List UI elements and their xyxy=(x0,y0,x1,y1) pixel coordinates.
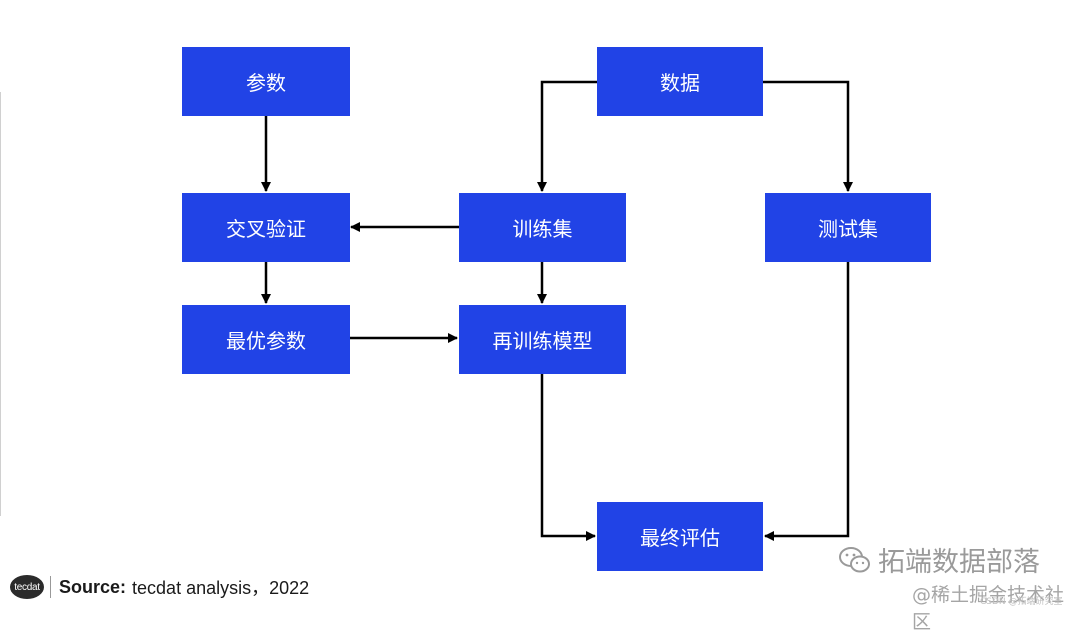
watermark-main-text: 拓端数据部落 xyxy=(878,547,1040,578)
tecdat-logo: tecdat xyxy=(10,575,44,599)
node-test-set: 测试集 xyxy=(765,193,931,262)
source-label: Source: xyxy=(59,576,127,597)
node-params: 参数 xyxy=(182,47,350,116)
wechat-icon xyxy=(839,546,870,572)
arrow-retrain-to-final xyxy=(540,374,596,541)
node-data: 数据 xyxy=(597,47,763,116)
node-best-params: 最优参数 xyxy=(182,305,350,374)
watermark-sub: @稀土掘金技术社区 xyxy=(912,584,1065,633)
arrow-test-to-final xyxy=(764,262,850,541)
arrow-data-to-train xyxy=(537,80,597,192)
watermark-tiny: CSDN @拓端研究室 xyxy=(980,597,1063,607)
left-edge-rule xyxy=(0,92,1,516)
source-footer: tecdat Source: tecdat analysis，2022 xyxy=(10,575,309,599)
node-final-eval: 最终评估 xyxy=(597,502,763,571)
footer-separator xyxy=(50,576,51,598)
watermark-main: 拓端数据部落 xyxy=(838,540,1040,579)
node-cross-validation: 交叉验证 xyxy=(182,193,350,262)
arrow-data-to-test xyxy=(763,80,853,192)
node-retrain-model: 再训练模型 xyxy=(459,305,626,374)
flowchart-arrows xyxy=(261,80,853,541)
node-train-set: 训练集 xyxy=(459,193,626,262)
source-text: tecdat analysis，2022 xyxy=(132,578,310,598)
